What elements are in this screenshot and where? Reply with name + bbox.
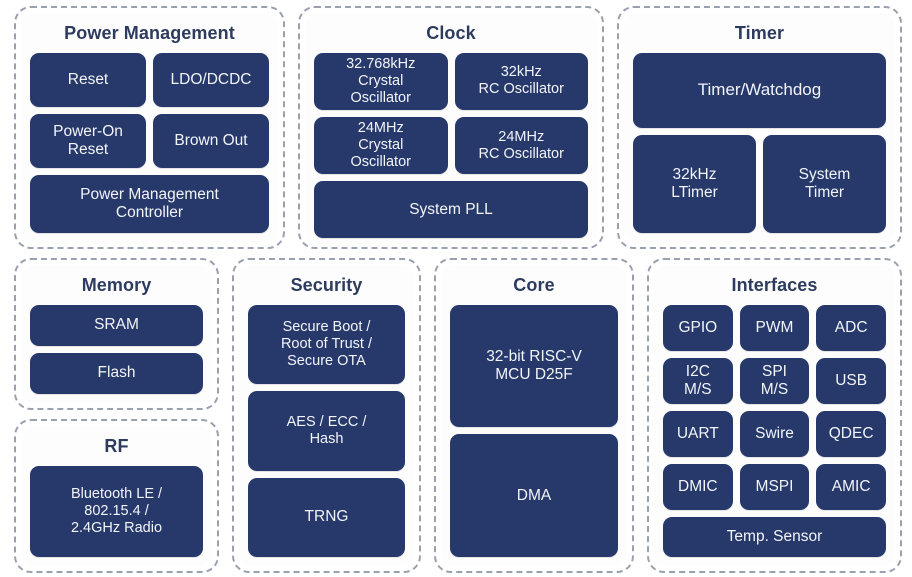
block-gpio[interactable]: GPIO <box>663 304 733 351</box>
block-ldo-dcdc[interactable]: LDO/DCDC <box>153 52 269 107</box>
interfaces-grid-row-4: DMIC MSPI AMIC <box>663 463 886 510</box>
block-system-pll[interactable]: System PLL <box>314 181 588 239</box>
group-title-interfaces: Interfaces <box>731 275 818 295</box>
block-amic[interactable]: AMIC <box>816 463 886 510</box>
block-flash[interactable]: Flash <box>30 352 203 394</box>
group-title-timer: Timer <box>734 23 785 43</box>
block-reset[interactable]: Reset <box>30 52 146 107</box>
block-pwm[interactable]: PWM <box>739 304 810 351</box>
group-card-power-management: Power Management Reset LDO/DCDC Power-On… <box>21 13 278 242</box>
group-title-memory: Memory <box>81 275 152 295</box>
group-card-security: Security Secure Boot /Root of Trust /Sec… <box>239 265 414 566</box>
group-title-clock: Clock <box>426 23 476 43</box>
block-temp-sensor[interactable]: Temp. Sensor <box>663 517 886 557</box>
group-power-management: Power Management Reset LDO/DCDC Power-On… <box>14 6 285 249</box>
group-title-core: Core <box>513 275 555 295</box>
group-memory: Memory SRAM Flash <box>14 258 219 410</box>
interfaces-grid-row-3: UART Swire QDEC <box>663 410 886 457</box>
group-card-rf: RF Bluetooth LE /802.15.4 /2.4GHz Radio <box>21 426 212 566</box>
interfaces-grid-row-1: GPIO PWM ADC <box>663 304 886 351</box>
block-dma[interactable]: DMA <box>450 434 618 557</box>
power-management-grid-row-1: Reset LDO/DCDC <box>30 52 269 107</box>
block-aes-ecc-hash[interactable]: AES / ECC /Hash <box>248 391 405 471</box>
block-usb[interactable]: USB <box>816 357 886 404</box>
block-mspi[interactable]: MSPI <box>739 463 810 510</box>
block-brown-out[interactable]: Brown Out <box>153 113 269 168</box>
memory-blocks: SRAM Flash <box>30 304 203 394</box>
group-rf: RF Bluetooth LE /802.15.4 /2.4GHz Radio <box>14 419 219 573</box>
diagram-row-top: Power Management Reset LDO/DCDC Power-On… <box>14 6 902 249</box>
memory-rf-column: Memory SRAM Flash RF Bluetooth LE /802.1… <box>14 258 219 573</box>
block-swire[interactable]: Swire <box>739 410 810 457</box>
group-title-power-management: Power Management <box>64 23 235 43</box>
group-title-rf: RF <box>104 436 129 456</box>
block-timer-watchdog[interactable]: Timer/Watchdog <box>633 52 886 128</box>
block-dmic[interactable]: DMIC <box>663 463 733 510</box>
block-sram[interactable]: SRAM <box>30 304 203 346</box>
block-adc[interactable]: ADC <box>816 304 886 351</box>
rf-blocks: Bluetooth LE /802.15.4 /2.4GHz Radio <box>30 465 203 557</box>
group-title-security: Security <box>290 275 363 295</box>
block-trng[interactable]: TRNG <box>248 477 405 557</box>
block-uart[interactable]: UART <box>663 410 733 457</box>
block-qdec[interactable]: QDEC <box>816 410 886 457</box>
security-blocks: Secure Boot /Root of Trust /Secure OTA A… <box>248 304 405 557</box>
diagram-row-bottom: Memory SRAM Flash RF Bluetooth LE /802.1… <box>14 258 902 573</box>
block-bluetooth-le-802154-24ghz-radio[interactable]: Bluetooth LE /802.15.4 /2.4GHz Radio <box>30 465 203 557</box>
block-secure-boot-root-of-trust-secure-ota[interactable]: Secure Boot /Root of Trust /Secure OTA <box>248 304 405 385</box>
group-security: Security Secure Boot /Root of Trust /Sec… <box>232 258 421 573</box>
group-card-memory: Memory SRAM Flash <box>21 265 212 403</box>
